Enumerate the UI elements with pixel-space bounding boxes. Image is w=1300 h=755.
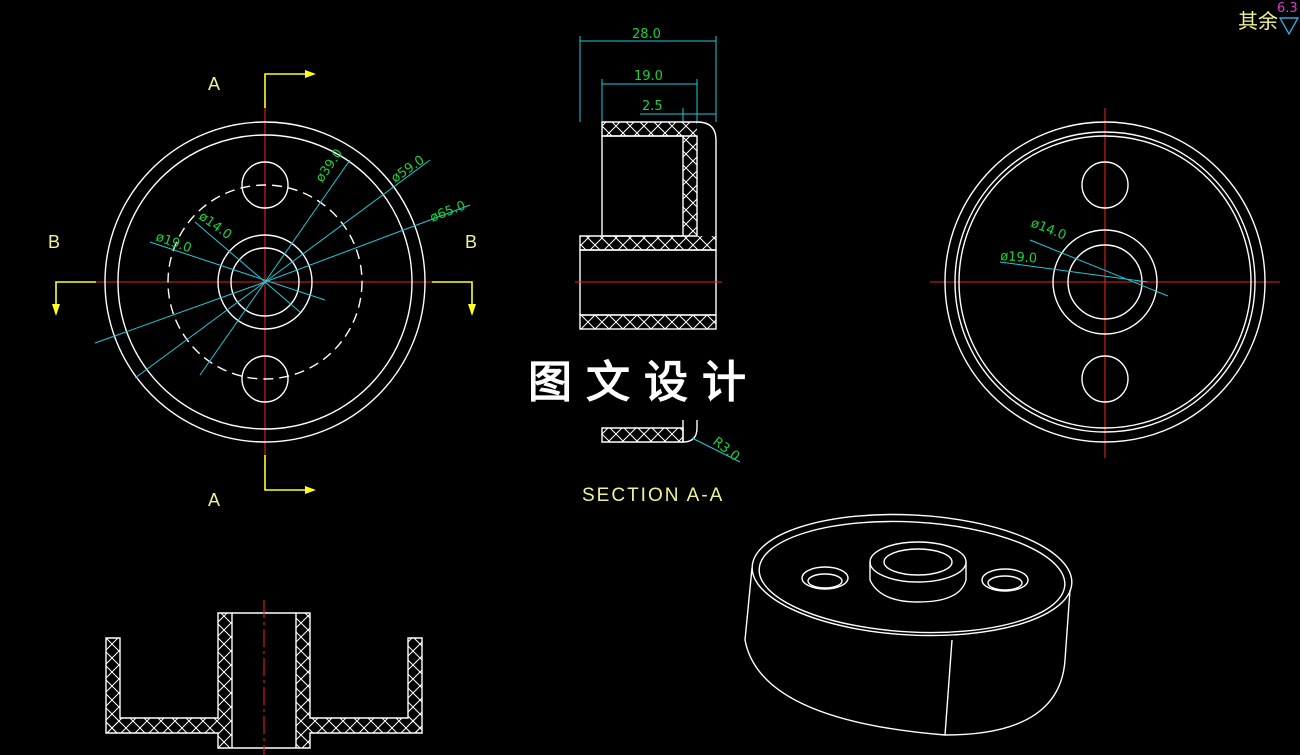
right-rim-circle-2 xyxy=(958,135,1252,429)
hatch-boss-left xyxy=(218,613,232,748)
outer-circle xyxy=(104,121,426,443)
section-arrow-top xyxy=(264,73,305,108)
hole-top xyxy=(241,161,289,209)
iso-side-wall xyxy=(744,567,1071,736)
bottom-outline xyxy=(105,612,423,749)
dim-19: 19.0 xyxy=(634,69,663,84)
front-view: ø65.0 ø59.0 ø39.0 ø14.0 ø19.0 A A B B xyxy=(48,70,477,510)
roughness-label: 其余 xyxy=(1238,9,1278,33)
dim-leader xyxy=(94,281,266,344)
dim-dia-19-right: ø19.0 xyxy=(1000,249,1038,267)
section-label-b-left: B xyxy=(48,232,60,252)
right-hole-bottom xyxy=(1081,355,1129,403)
right-rim-circle xyxy=(954,131,1256,433)
dim-leader xyxy=(1029,239,1169,297)
dim-28: 28.0 xyxy=(632,27,661,42)
bottom-section-view xyxy=(105,600,423,755)
iso-top-ellipse xyxy=(751,513,1073,637)
hatch-right-wall xyxy=(408,638,422,733)
hatch-left-wall xyxy=(106,638,120,733)
section-label-a-bottom: A xyxy=(208,490,220,510)
right-outer-circle xyxy=(944,121,1266,443)
arrowhead-icon xyxy=(52,304,60,316)
right-hole-top xyxy=(1081,161,1129,209)
section-arrow-bottom xyxy=(264,455,305,491)
dim-dia-59: ø59.0 xyxy=(389,153,428,186)
pitch-circle xyxy=(167,184,363,380)
watermark: 图文设计 xyxy=(528,357,760,408)
section-outline-upper xyxy=(579,121,717,251)
section-arrow-left xyxy=(55,281,96,306)
arrowhead-icon xyxy=(468,304,476,316)
radius-leader xyxy=(691,437,741,463)
right-boss-inner xyxy=(1067,244,1143,320)
hatch-right-wall xyxy=(683,122,697,236)
iso-hole-left-inner xyxy=(807,573,843,589)
dim-dia-14: ø14.0 xyxy=(196,209,235,243)
dim-dia-14-right: ø14.0 xyxy=(1029,216,1069,244)
section-inner-pocket xyxy=(601,135,684,237)
right-view: ø14.0 ø19.0 xyxy=(930,108,1280,458)
arrowhead-icon xyxy=(305,486,316,494)
section-arrow-right xyxy=(432,281,473,306)
section-label-b-right: B xyxy=(465,232,477,252)
hatch-boss-right xyxy=(296,613,310,748)
dim-leader xyxy=(199,281,266,376)
dim-leader xyxy=(149,241,326,301)
dim-leader xyxy=(134,281,266,379)
hatch-floor-right xyxy=(310,718,422,733)
hatch-base xyxy=(602,428,683,442)
hatch-top-wall xyxy=(602,122,683,136)
dim-leader xyxy=(194,221,301,313)
isometric-view xyxy=(744,513,1073,736)
iso-seam xyxy=(944,639,953,736)
inner-rim-circle xyxy=(117,134,413,430)
section-title: SECTION A-A xyxy=(582,485,724,506)
section-view: 28.0 19.0 2.5 R3.0 SECTION A-A xyxy=(575,27,742,506)
dim-dia-65: ø65.0 xyxy=(428,199,468,226)
dim-dia-19: ø19.0 xyxy=(154,230,194,257)
boss-outer-circle xyxy=(217,234,313,330)
dim-leader xyxy=(264,159,431,283)
dim-leader xyxy=(264,159,351,283)
dim-2-5: 2.5 xyxy=(642,99,663,114)
dim-dia-39: ø39.0 xyxy=(313,146,346,185)
right-boss-outer xyxy=(1052,229,1158,335)
section-fillet xyxy=(682,420,698,443)
dim-leader xyxy=(264,204,471,283)
roughness-value: 6.3 xyxy=(1277,1,1298,16)
arrowhead-icon xyxy=(305,70,316,78)
boss-inner-circle xyxy=(230,247,300,317)
section-label-a-top: A xyxy=(208,74,220,94)
hatch-bore-bottom xyxy=(580,315,716,329)
iso-boss-side xyxy=(869,562,967,603)
dim-leader xyxy=(999,261,1149,283)
roughness-symbol-icon xyxy=(1278,17,1300,36)
iso-hole-right xyxy=(981,568,1029,592)
section-lower-band xyxy=(579,314,717,330)
dim-r3: R3.0 xyxy=(710,434,743,464)
iso-hole-right-inner xyxy=(987,575,1023,591)
iso-hole-left xyxy=(801,566,849,590)
hatch-floor-left xyxy=(106,718,218,733)
hatch-bore-top xyxy=(580,236,716,250)
iso-boss-bore xyxy=(883,548,953,576)
hole-bottom xyxy=(241,355,289,403)
iso-top-ellipse-inner xyxy=(758,520,1066,634)
